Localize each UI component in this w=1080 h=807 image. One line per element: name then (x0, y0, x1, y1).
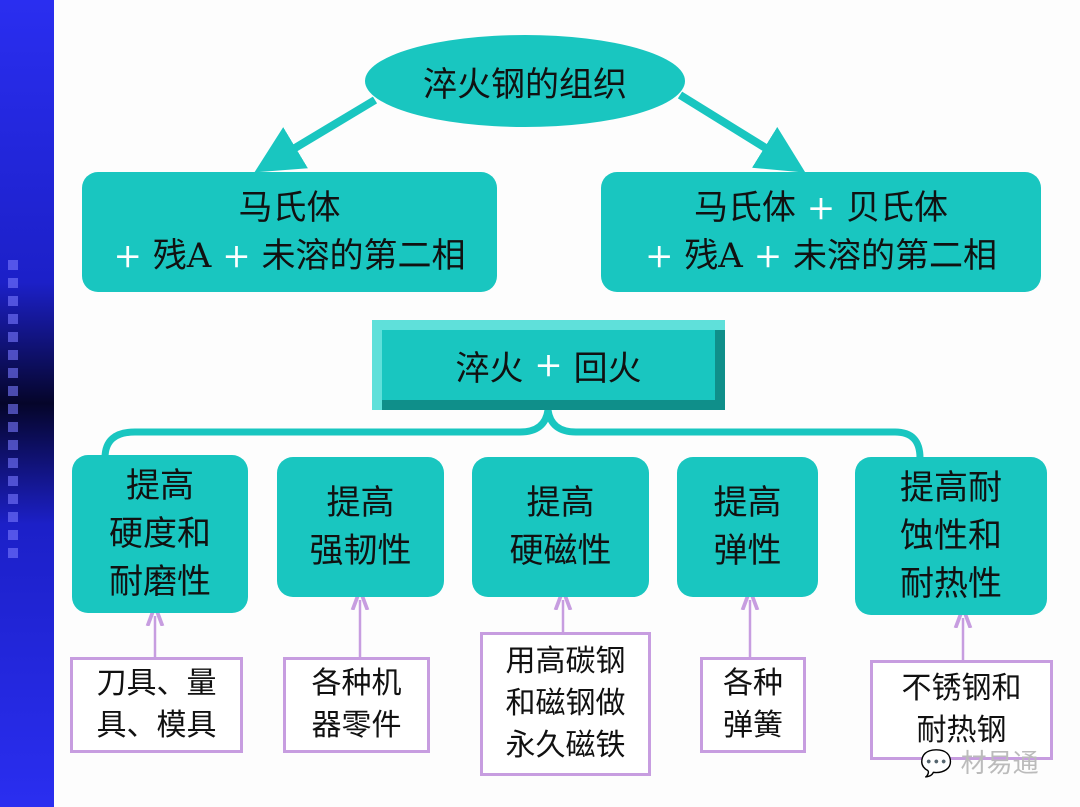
effect-box: 提高强韧性 (277, 457, 444, 597)
line: 弹簧 (723, 708, 783, 743)
label: 淬火 (455, 348, 524, 389)
plus: + (534, 345, 563, 385)
line: 各种 (723, 666, 783, 701)
line: 提高耐 (900, 468, 1002, 508)
line: 提高 (326, 483, 395, 523)
process-box: 淬火 + 回火 (372, 320, 725, 410)
line: 蚀性和 (900, 516, 1002, 556)
label: 回火 (573, 348, 642, 389)
line: 用高碳钢 (505, 644, 626, 679)
line: 永久磁铁 (505, 728, 626, 763)
effect-box: 提高弹性 (677, 457, 818, 597)
label: 马氏体 (693, 188, 796, 228)
line: 不锈钢和 (901, 671, 1022, 706)
structure-box-left: 马氏体 + 残A + 未溶的第二相 (82, 172, 497, 292)
line: 提高 (126, 466, 194, 506)
line: 提高 (526, 483, 595, 523)
effect-box: 提高耐蚀性和耐热性 (855, 457, 1047, 615)
watermark-text: 材易通 (960, 749, 1039, 779)
chat-icon: 💬 (920, 749, 953, 779)
line: 弹性 (713, 531, 782, 571)
line: 耐热性 (900, 564, 1002, 604)
root-label: 淬火钢的组织 (423, 64, 627, 105)
application-box: 不锈钢和耐热钢 (870, 660, 1053, 760)
application-box: 各种机器零件 (283, 657, 430, 753)
plus: + (806, 188, 836, 228)
line: 具、模具 (96, 708, 217, 743)
line: 器零件 (311, 708, 402, 743)
application-box: 刀具、量具、模具 (70, 657, 243, 753)
plus: + (753, 236, 783, 276)
label: 残A (684, 236, 743, 276)
plus: + (113, 236, 143, 276)
brace (101, 409, 924, 459)
line: 硬度和 (109, 514, 211, 554)
line: 各种机 (311, 666, 402, 701)
plus: + (222, 236, 251, 276)
application-box: 用高碳钢和磁钢做永久磁铁 (480, 632, 651, 776)
line: 硬磁性 (509, 531, 612, 571)
label: 未溶的第二相 (261, 236, 466, 276)
application-box: 各种弹簧 (700, 657, 806, 753)
label: 残A (152, 236, 212, 276)
arrow-left (254, 96, 378, 173)
line: 和磁钢做 (505, 686, 626, 721)
line: 耐磨性 (109, 562, 211, 602)
line: 强韧性 (309, 531, 412, 571)
label: 马氏体 (238, 188, 341, 228)
structure-box-right: 马氏体 + 贝氏体 + 残A + 未溶的第二相 (601, 172, 1041, 292)
decorative-side-strip (0, 0, 54, 807)
line: 提高 (713, 483, 782, 523)
effect-box: 提高硬度和耐磨性 (72, 455, 248, 613)
label: 贝氏体 (846, 188, 949, 228)
root-node: 淬火钢的组织 (365, 35, 685, 127)
line: 耐热钢 (916, 713, 1007, 748)
watermark: 💬 材易通 (920, 743, 1039, 780)
effect-box: 提高硬磁性 (472, 457, 649, 597)
label: 未溶的第二相 (793, 236, 997, 276)
line: 刀具、量 (96, 666, 217, 701)
plus: + (645, 236, 674, 276)
arrow-right (677, 91, 806, 173)
